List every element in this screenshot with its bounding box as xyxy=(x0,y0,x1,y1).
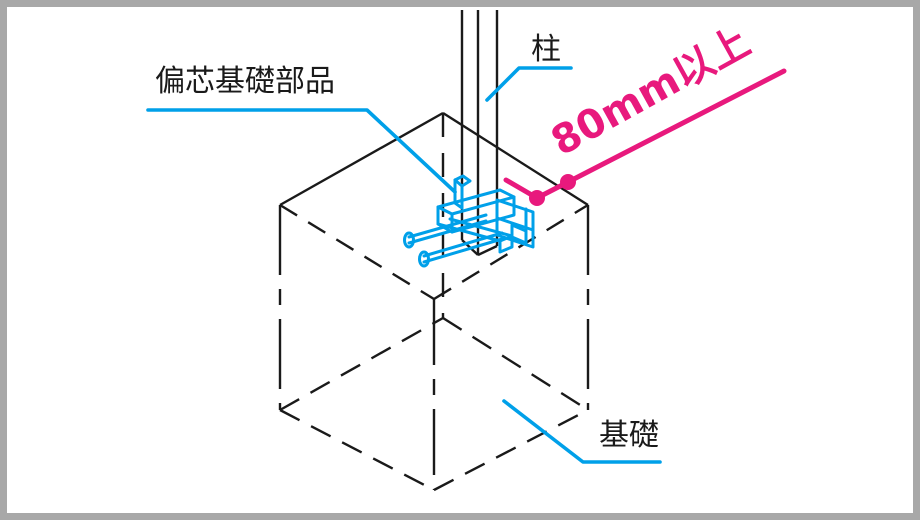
leader-line-part xyxy=(146,108,457,194)
bracket-lower-rib-edge xyxy=(498,234,514,254)
column-base-right-edge xyxy=(477,244,498,257)
bracket-upper-clip xyxy=(453,178,464,210)
foundation-bottom-back-left-edge xyxy=(279,316,444,412)
foundation-top-front-right-edge xyxy=(433,203,589,301)
leader-line-foundation xyxy=(502,399,662,464)
foundation-top-front-left-edge xyxy=(279,203,435,301)
bracket-right-channel-web xyxy=(495,216,535,249)
dimension-marker-near xyxy=(529,190,545,206)
anchor-bolt-rod-2 xyxy=(422,231,504,258)
label-eccentric-foundation-part: 偏芯基礎部品 xyxy=(155,64,335,99)
foundation-block xyxy=(278,111,590,492)
technical-drawing xyxy=(146,10,787,492)
anchor-bolt-head-1 xyxy=(403,231,415,249)
drawing-canvas: 偏芯基礎部品 柱 基礎 80mm以上 xyxy=(7,7,913,513)
bracket-upper-clip-top xyxy=(453,174,472,188)
bracket-right-foot-plate xyxy=(510,223,528,245)
foundation-top-left-edge xyxy=(279,111,444,207)
dimension-leader-line xyxy=(534,68,787,201)
anchor-bolt-rod-1-underside xyxy=(407,219,488,245)
label-foundation: 基礎 xyxy=(599,418,659,453)
foundation-bottom-left-edge xyxy=(279,408,435,492)
leader-line-column xyxy=(485,66,573,102)
leader-lines xyxy=(146,66,662,464)
dimension-marker-far xyxy=(560,174,576,190)
anchor-bolt-head-2 xyxy=(418,250,430,268)
foundation-bottom-right-edge xyxy=(433,408,589,492)
dimension-80mm xyxy=(503,68,787,206)
foundation-top-right-edge xyxy=(442,111,589,207)
anchor-bolt-rod-2-underside xyxy=(422,237,504,264)
anchor-bolt-rod-1 xyxy=(407,213,488,239)
foundation-bottom-back-right-edge xyxy=(442,316,589,412)
label-column: 柱 xyxy=(531,32,561,67)
bracket-lower-rib xyxy=(436,217,514,243)
eccentric-foundation-bracket xyxy=(403,174,535,268)
